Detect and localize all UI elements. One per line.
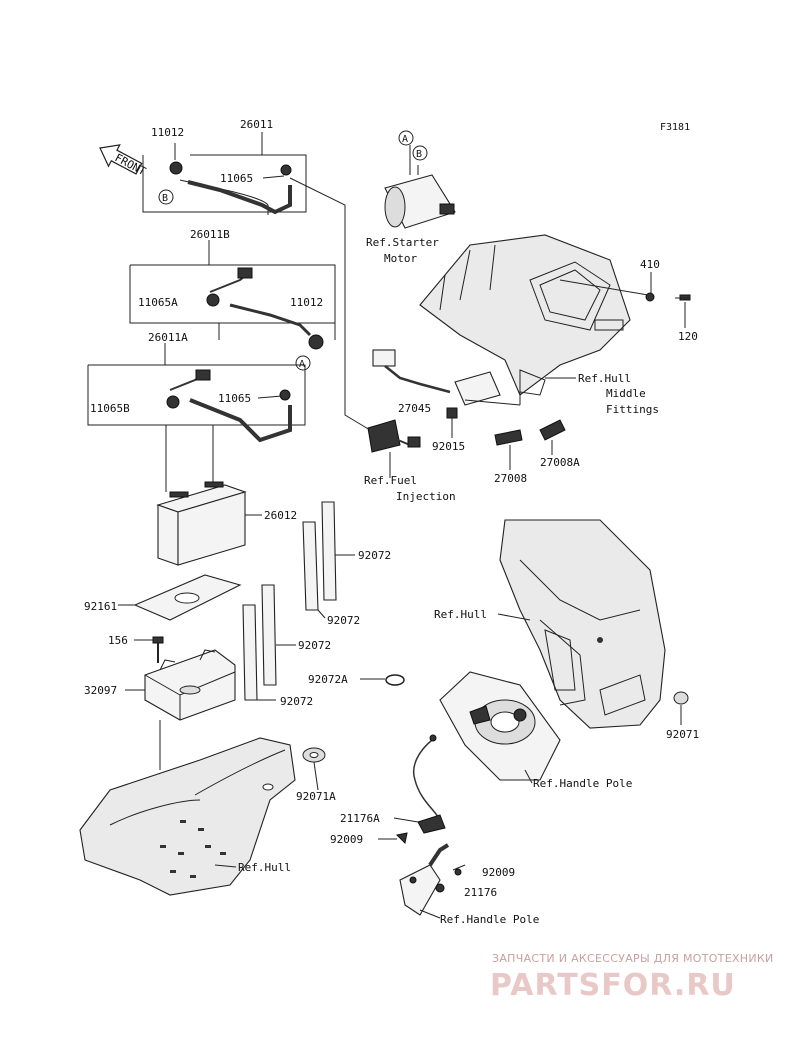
battery-26012: [156, 481, 262, 566]
handle-pole-housing: [413, 671, 561, 821]
part-label-92072A: 92072A: [308, 673, 348, 686]
ref-starter-line1: Ref.Starter: [366, 236, 439, 249]
hull-middle-fittings: [419, 234, 691, 396]
battery-case-32097: [125, 649, 236, 721]
strap-92072-upper: [302, 501, 355, 619]
fuse-27008: [494, 429, 523, 470]
callout-b-top: B: [162, 193, 168, 204]
ref-fuel-line1: Ref.Fuel: [364, 474, 417, 487]
cable-to-relay: [289, 177, 371, 431]
part-label-410: 410: [640, 258, 660, 271]
part-label-27045: 27045: [398, 402, 431, 415]
part-label-11012-mid: 11012: [290, 296, 323, 309]
ref-handle-pole-1: Ref.Handle Pole: [533, 777, 632, 790]
part-label-11065-mid: 11065: [218, 392, 251, 405]
callout-a-starter: A: [402, 134, 408, 145]
part-label-21176A: 21176A: [340, 812, 380, 825]
part-label-11065B: 11065B: [90, 402, 130, 415]
screw-92009-a: [378, 832, 408, 845]
part-label-26011B: 26011B: [190, 228, 230, 241]
part-label-92071: 92071: [666, 728, 699, 741]
cable-box-26011: [142, 132, 307, 215]
ref-fuel-line2: Injection: [396, 490, 456, 503]
part-label-92071A: 92071A: [296, 790, 336, 803]
hull-right: [497, 519, 666, 729]
clamp-21176A: [393, 814, 446, 834]
part-label-11065A: 11065A: [138, 296, 178, 309]
bolt-156: [134, 636, 164, 663]
part-label-32097: 32097: [84, 684, 117, 697]
ref-hull-middle-line2: Middle: [606, 387, 646, 400]
part-label-156: 156: [108, 634, 128, 647]
part-label-27008: 27008: [494, 472, 527, 485]
watermark-tagline: ЗАПЧАСТИ И АКСЕССУАРЫ ДЛЯ МОТОТЕХНИКИ: [492, 952, 774, 965]
handle-pole-switch: [399, 843, 466, 919]
part-label-92015: 92015: [432, 440, 465, 453]
ring-92072A: [385, 674, 405, 686]
part-label-11065-top: 11065: [220, 172, 253, 185]
part-label-26011: 26011: [240, 118, 273, 131]
part-label-92009-a: 92009: [330, 833, 363, 846]
part-label-21176: 21176: [464, 886, 497, 899]
battery-plate-92161: [118, 574, 242, 621]
part-label-11012-top: 11012: [151, 126, 184, 139]
ref-hull-middle-line1: Ref.Hull: [578, 372, 631, 385]
ref-hull-bottom: Ref.Hull: [238, 861, 291, 874]
fuse-27008A: [539, 419, 566, 455]
part-label-92161: 92161: [84, 600, 117, 613]
ref-hull-middle-line3: Fittings: [606, 403, 659, 416]
ref-handle-pole-2: Ref.Handle Pole: [440, 913, 539, 926]
grommet-92071: [673, 691, 689, 725]
figure-code: F3181: [660, 122, 690, 133]
part-label-26012: 26012: [264, 509, 297, 522]
cable-box-26011B: [129, 240, 336, 371]
hull-bottom-left: [79, 737, 296, 896]
part-label-92072-d: 92072: [280, 695, 313, 708]
watermark-brand: PARTSFOR.RU: [490, 968, 736, 1003]
part-label-92072-b: 92072: [327, 614, 360, 627]
ref-hull-right: Ref.Hull: [434, 608, 487, 621]
relay-harness-27045: [372, 349, 521, 419]
callout-b-starter: B: [416, 149, 422, 160]
part-label-27008A: 27008A: [540, 456, 580, 469]
ref-starter-line2: Motor: [384, 252, 417, 265]
part-label-92072-c: 92072: [298, 639, 331, 652]
part-label-92072-a: 92072: [358, 549, 391, 562]
fuel-injection-relay: [367, 419, 421, 478]
part-label-26011A: 26011A: [148, 331, 188, 344]
grommet-92071A: [302, 747, 326, 791]
part-label-92009-b: 92009: [482, 866, 515, 879]
part-label-120: 120: [678, 330, 698, 343]
starter-motor: [384, 130, 456, 229]
cable-box-26011A: [87, 343, 306, 443]
strap-92072-lower: [242, 584, 296, 701]
